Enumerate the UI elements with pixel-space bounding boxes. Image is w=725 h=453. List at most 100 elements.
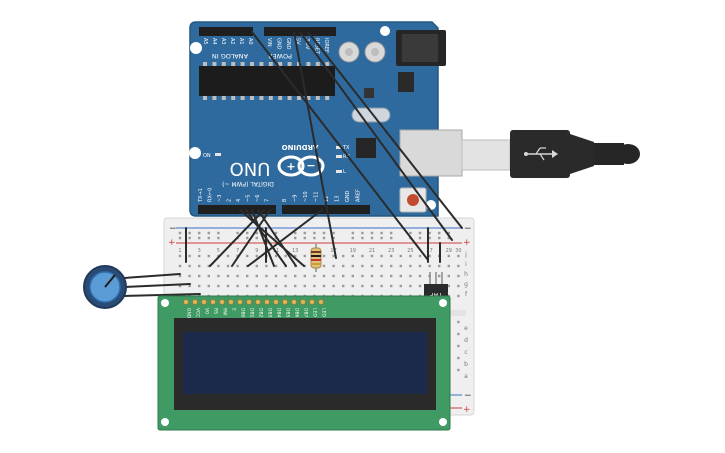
bb-hole [351,274,354,278]
bb-hole [188,284,191,288]
row-letter: i [465,261,467,268]
rail-hole [332,236,335,240]
rail-hole [255,231,258,235]
wire-gnd [307,31,463,229]
bb-hole [361,274,364,278]
bb-hole [370,284,374,288]
chip-leg [315,96,320,100]
lcd-pin [246,299,252,305]
chip-leg [268,96,273,100]
usb-cable-end [616,144,640,164]
rail-hole [418,231,422,235]
lcd-mount-hole [161,299,169,307]
row-letter: f [465,291,468,298]
bb-hole [332,254,335,258]
lcd-pin-label: GND [186,308,192,319]
bb-hole [226,264,230,268]
wire-d12 [239,209,305,267]
bb-hole [409,254,412,258]
bb-hole [294,284,297,288]
rail-hole [198,231,201,235]
lcd-pin [309,299,315,305]
bb-hole [457,274,460,278]
rail-hole [428,236,431,240]
lcd-pin-label: DB4 [276,308,282,318]
rail-hole [178,231,182,235]
chip-leg [325,62,330,66]
chip-leg [250,62,254,66]
wire-a0 [251,31,429,261]
bb-hole [322,264,326,268]
bb-hole [246,284,249,288]
bb-hole [409,264,412,268]
rail-hole [198,236,201,240]
bb-hole [380,264,383,268]
chip-leg [278,96,283,100]
row-letter: c [464,349,467,356]
lcd-pin [264,299,270,305]
pin-label: GND [276,38,282,50]
lcd-pin-header [183,299,324,305]
atmega-chip [199,66,335,96]
chip-leg [212,96,217,100]
bb-hole [457,344,460,348]
lcd-pin-label: DB6 [294,308,300,318]
bb-hole [178,284,182,288]
lcd-mount-hole [439,418,447,426]
potentiometer[interactable] [83,265,127,309]
bb-hole [217,264,220,268]
bb-hole [313,284,316,288]
column-number: 1 [178,248,181,254]
arduino-logo: + − [277,155,325,177]
row-letter: b [464,361,468,368]
l-led [336,170,342,173]
lcd-pin [291,299,297,305]
row-letter: h [464,271,468,278]
rail-hole [303,231,306,235]
pin-label: A4 [211,38,217,45]
chip-leg [203,96,207,100]
bb-hole [447,274,450,278]
lcd-pin [255,299,261,305]
analog-in-label: ANALOG IN [212,52,248,60]
column-number: 21 [369,248,375,254]
arduino-logo-text: ARDUINO [282,143,319,151]
bb-hole [457,264,460,268]
bb-hole [457,368,460,372]
bb-hole [294,254,297,258]
rail-hole [188,231,191,235]
rail-hole [246,231,249,235]
power-jack-inner [402,34,438,62]
bb-hole [399,254,402,258]
voltage-regulator [398,72,414,92]
bb-hole [313,274,316,278]
column-number: 3 [198,248,201,254]
power-label: POWER [267,52,292,60]
rail-hole [361,236,364,240]
reset-button-cap[interactable] [407,194,419,206]
bb-hole [255,274,258,278]
lcd-pin-label: RW [222,308,228,316]
chip-leg [231,96,236,100]
bb-hole [457,254,460,258]
bb-hole [428,254,431,258]
bb-hole [342,274,345,278]
bb-hole [380,274,383,278]
tx-led-label: TX [342,145,350,151]
bb-hole [332,284,335,288]
pin-label: IOREF [323,38,329,53]
pin-label: 3.3V [304,38,310,50]
bb-hole [370,254,374,258]
pin-label: A0 [247,38,253,45]
pin-label: ~6 [255,195,261,202]
bb-hole [390,264,393,268]
rail-plus-label-top-right: + [463,238,471,248]
chip-leg [287,62,292,66]
pin-label: RX←0 [208,188,214,202]
capacitor-top [345,48,353,56]
lcd-pin-label: DB1 [249,308,255,318]
bb-hole [274,264,278,268]
